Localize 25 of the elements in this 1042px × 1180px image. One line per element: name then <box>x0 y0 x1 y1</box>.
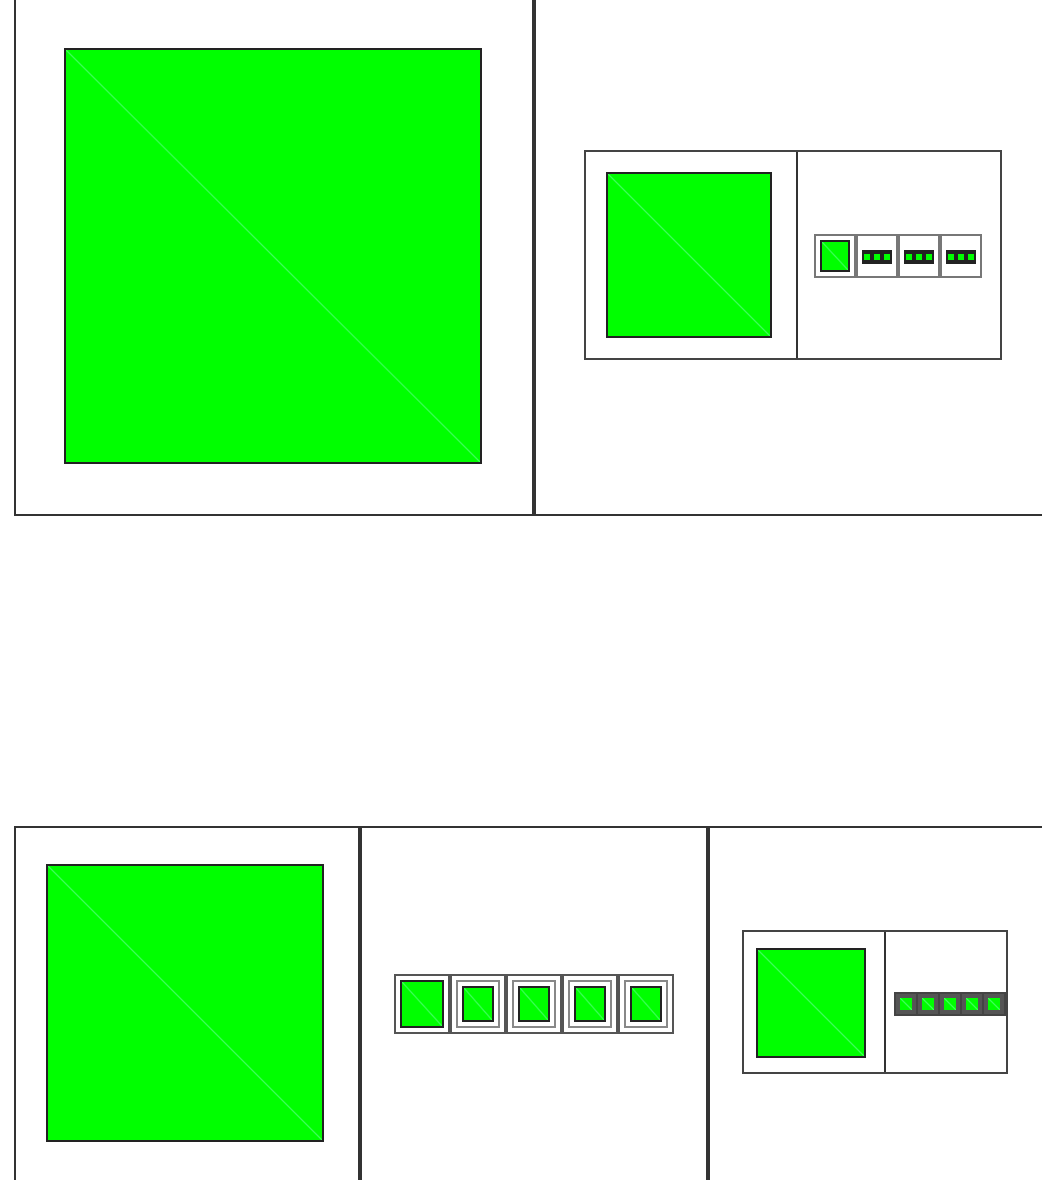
diagonal-square <box>64 48 482 464</box>
panel <box>14 0 534 516</box>
dotted-tile <box>898 234 940 278</box>
thumbnail-tile <box>960 992 984 1016</box>
split-frame <box>742 930 1008 1074</box>
split-frame <box>584 150 1002 360</box>
panel <box>534 0 1042 516</box>
thumbnail-tile <box>562 974 618 1034</box>
diagonal-square <box>756 948 866 1058</box>
thumbnail-tile <box>916 992 940 1016</box>
panel <box>360 826 708 1180</box>
thumbnail-tile <box>814 234 856 278</box>
diagonal-square <box>46 864 324 1142</box>
dotted-tile <box>856 234 898 278</box>
thumbnail-tile <box>506 974 562 1034</box>
dotted-tile <box>940 234 982 278</box>
thumbnail-tile <box>618 974 674 1034</box>
thumbnail-tile <box>938 992 962 1016</box>
thumbnail-tile <box>894 992 918 1016</box>
thumbnail-tile <box>982 992 1006 1016</box>
thumbnail-tile <box>450 974 506 1034</box>
thumbnail-tile <box>394 974 450 1034</box>
diagonal-square <box>606 172 772 338</box>
panel <box>708 826 1042 1180</box>
panel <box>14 826 360 1180</box>
